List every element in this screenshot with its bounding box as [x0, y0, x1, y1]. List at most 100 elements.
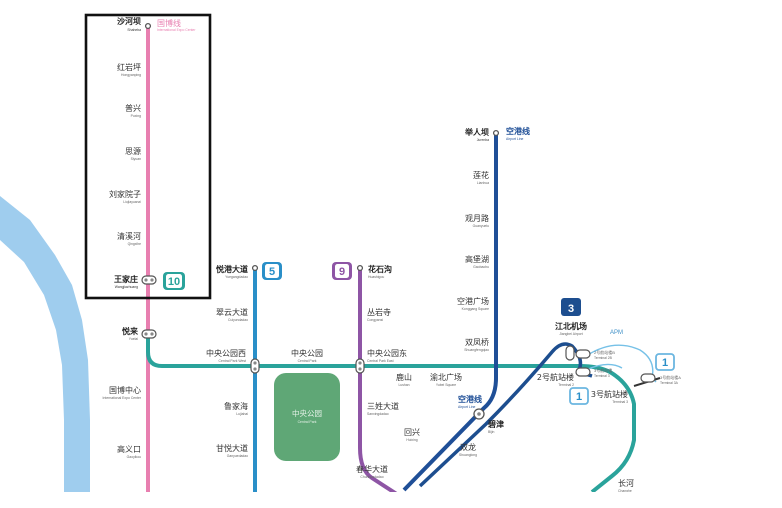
- station-label-en: Konggang Square: [462, 307, 489, 311]
- station-huashigou: [356, 264, 364, 272]
- station-label: 花石沟: [368, 264, 392, 274]
- station-label-en: Shuanglong: [459, 453, 477, 457]
- station-label: 普兴: [125, 103, 141, 113]
- station-label: 举人坝: [464, 127, 489, 137]
- apm-track: [585, 344, 657, 383]
- interchange-zygy-east: [355, 358, 365, 374]
- station-label-en: Qingxihe: [128, 242, 141, 246]
- airport-line-name: 空港线: [506, 126, 530, 136]
- station-label-en: Central Park East: [367, 359, 394, 363]
- station-label: 观月路: [465, 213, 489, 223]
- green-line-track: [146, 336, 636, 494]
- station-label-en: Wangjiazhuang: [115, 285, 138, 289]
- station-label: 沙河坝: [117, 16, 141, 26]
- station-label: 双龙: [460, 442, 476, 452]
- station-label: 思源: [125, 147, 141, 156]
- station-shaheba: [144, 22, 152, 30]
- station-label-en: Huashigou: [368, 275, 384, 279]
- station-label-en: Jurenba: [477, 138, 489, 142]
- station-label: 3号航站楼: [594, 367, 612, 373]
- interchange-dot: [144, 332, 148, 336]
- river: [0, 196, 90, 508]
- station-label: 甘悦大道: [216, 443, 248, 453]
- station-label: 空港广场: [457, 296, 489, 306]
- interchange-dot: [358, 367, 362, 371]
- station-label-en: Ganyuedadao: [227, 454, 248, 458]
- station-label-en: Changhe: [618, 489, 632, 493]
- station-jurenba: [492, 129, 500, 137]
- line3-badge: [561, 298, 581, 316]
- interchange-dot: [477, 412, 481, 416]
- station-label-en: Shaheba: [127, 28, 141, 32]
- interchange-yuelai: [141, 329, 157, 339]
- station-label-en: Terminal 3: [612, 400, 628, 404]
- station-label-en: Siyuan: [131, 157, 141, 161]
- airport-line-name-en: Airport Line: [506, 137, 523, 141]
- station-label-en: Cuiyundadao: [228, 318, 248, 322]
- line9-track: [358, 268, 408, 502]
- station-label: 渝北广场: [430, 372, 462, 382]
- interchange-t2: [575, 349, 591, 359]
- station-label: 高义口: [117, 444, 141, 454]
- station-label: 悦来: [122, 326, 139, 336]
- central-park-label: 中央公园: [292, 408, 322, 418]
- station-label-en: International Expo Center: [103, 396, 142, 400]
- station-label-en: Puxing: [131, 114, 141, 118]
- station-label-en: Bijin: [488, 430, 495, 434]
- interchange-t3-main: [640, 373, 656, 383]
- bottom-band: [0, 492, 782, 508]
- interchange-dot: [144, 278, 148, 282]
- line1-badge-b: [655, 353, 675, 371]
- station-label-en: Huixing: [406, 438, 417, 442]
- airport-stations: 举人坝 Jurenba 空港线 Airport Line 莲花 Lianhua …: [457, 126, 530, 457]
- line9-stations: 花石沟 Huashigou 丛岩寺 Congyansi 中央公园 Central…: [291, 264, 407, 479]
- station-label: 莲花: [473, 170, 489, 180]
- station-label: 3号航站楼A: [660, 374, 681, 380]
- station-label-en: Lujiahai: [236, 412, 248, 416]
- station-label-en: Yuelai: [129, 337, 138, 341]
- central-park-area: [274, 373, 340, 461]
- station-label: 三姓大道: [367, 401, 399, 411]
- station-label: 2号航站楼B: [594, 349, 615, 355]
- interchange-dot: [150, 278, 154, 282]
- line3-badge-number: 3: [568, 303, 574, 315]
- station-label: 2号航站楼: [537, 372, 574, 382]
- interchange-t3: [575, 367, 591, 377]
- station-label: 双凤桥: [465, 337, 489, 347]
- station-label-en: Gaoyikou: [127, 455, 141, 459]
- line5-badge-number: 5: [269, 266, 275, 278]
- interchange-dot: [150, 332, 154, 336]
- station-label-en: Gaobaohu: [473, 265, 489, 269]
- apm-label: APM: [610, 330, 623, 336]
- station-label-en: Terminal 2B: [594, 356, 613, 360]
- station-label-en: Jiangbei Airport: [559, 332, 582, 336]
- station-label-en: Hongyanping: [121, 73, 141, 77]
- station-label-en: Yubei Square: [436, 383, 456, 387]
- station-label: 翠云大道: [216, 307, 248, 317]
- station-label: 回兴: [404, 428, 420, 437]
- station-label: 王家庄: [114, 274, 138, 284]
- station-label: 鲁家海: [224, 401, 248, 411]
- station-label-en: Yuegangdadao: [225, 275, 248, 279]
- station-label: 碧津: [487, 419, 504, 429]
- interchange-wangjiazhuang: [141, 275, 157, 285]
- line1-badge-a: [569, 387, 589, 405]
- station-label-en: Shuangfengqiao: [464, 348, 489, 352]
- station-label-en: Sanxingdadao: [367, 412, 389, 416]
- interchange-dot: [253, 361, 257, 365]
- line1-badge-b-number: 1: [662, 357, 668, 369]
- station-label: 丛岩寺: [367, 307, 391, 317]
- station-label: 江北机场: [555, 321, 587, 331]
- airport-line-track: [402, 134, 498, 492]
- station-label-en: Liujiayuanzi: [123, 200, 141, 204]
- interchange-dot: [358, 361, 362, 365]
- station-label-en: Lushan: [398, 383, 409, 387]
- station-label: 中央公园: [291, 348, 323, 358]
- station-label-en: Central Park West: [219, 359, 247, 363]
- station-label: 刘家院子: [109, 189, 141, 199]
- station-label: 高堡湖: [465, 254, 489, 264]
- line10-name-en: International Expo Center: [157, 28, 196, 32]
- station-label-en: Lianhua: [477, 181, 489, 185]
- station-label-en: Terminal 2: [558, 383, 574, 387]
